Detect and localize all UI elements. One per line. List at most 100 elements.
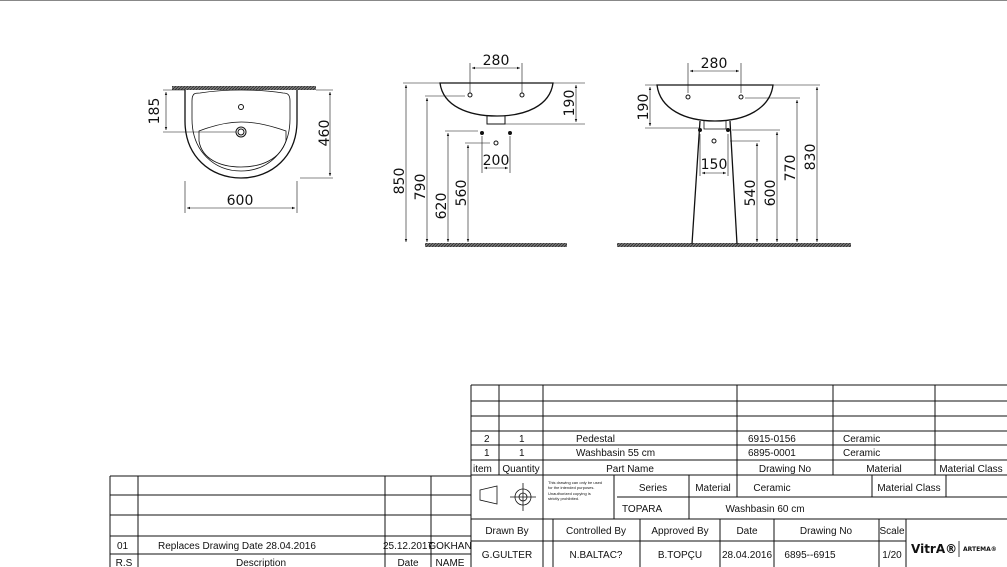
projection-symbol-icon bbox=[479, 483, 536, 511]
dim-190: 190 bbox=[562, 90, 578, 117]
basin-rim bbox=[191, 89, 291, 172]
controlled-by-label: Controlled By bbox=[566, 526, 626, 537]
tap-hole-icon bbox=[685, 94, 691, 100]
dim-460: 460 bbox=[317, 120, 333, 147]
dim-560: 560 bbox=[454, 180, 470, 207]
basin-outline bbox=[439, 82, 554, 117]
material-class-label: Material Class bbox=[877, 483, 940, 494]
basin-outline bbox=[184, 90, 298, 179]
series-label: Series bbox=[639, 483, 667, 494]
tap-hole-icon bbox=[238, 104, 244, 110]
header-part-name: Part Name bbox=[606, 464, 654, 475]
side-view bbox=[617, 63, 851, 247]
dim-790: 790 bbox=[413, 174, 429, 201]
date-label: Date bbox=[736, 526, 758, 537]
header-date: Date bbox=[397, 558, 419, 567]
part-name: Washbasin 55 cm bbox=[576, 448, 655, 459]
floor-hatch bbox=[425, 243, 567, 247]
drawn-by-label: Drawn By bbox=[485, 526, 528, 537]
dim-190: 190 bbox=[636, 94, 652, 121]
copy-notice-line: strictly prohibited. bbox=[548, 496, 579, 501]
title-block: This drawing can only be used for the in… bbox=[471, 475, 1007, 567]
material-label: Material bbox=[695, 483, 731, 494]
dim-200: 200 bbox=[483, 153, 510, 169]
revision-name: GOKHAN bbox=[428, 541, 471, 552]
tap-hole-icon bbox=[467, 92, 473, 98]
vitra-logo: VitrA® bbox=[911, 542, 957, 556]
dim-770: 770 bbox=[783, 155, 799, 182]
header-rs: R.S bbox=[116, 558, 133, 567]
part-drawing-no: 6915-0156 bbox=[748, 434, 796, 445]
dim-620: 620 bbox=[434, 193, 450, 220]
fixing-point-icon bbox=[508, 131, 512, 135]
title-block-grid bbox=[471, 475, 1007, 567]
waste-outlet bbox=[703, 121, 727, 130]
fixing-point-icon bbox=[726, 128, 730, 132]
front-view bbox=[403, 63, 585, 247]
copy-notice-line: This drawing can only be used bbox=[548, 480, 602, 485]
drain-point-icon bbox=[493, 140, 499, 146]
dim-280: 280 bbox=[483, 53, 510, 69]
part-material: Ceramic bbox=[843, 434, 880, 445]
tap-hole-icon bbox=[519, 92, 525, 98]
header-material-class: Material Class bbox=[939, 464, 1002, 475]
header-quantity: Quantity bbox=[502, 464, 539, 475]
drawing-no-value: 6895--6915 bbox=[784, 550, 836, 561]
controlled-by-value: N.BALTAC? bbox=[570, 550, 623, 561]
approved-by-value: B.TOPÇU bbox=[658, 550, 702, 561]
waste-outlet bbox=[486, 116, 506, 125]
fixing-point-icon bbox=[698, 128, 702, 132]
drain-inner-icon bbox=[237, 128, 245, 136]
parts-list-grid bbox=[470, 384, 1007, 567]
fixing-point-icon bbox=[480, 131, 484, 135]
dim-540: 540 bbox=[743, 180, 759, 207]
part-qty: 1 bbox=[519, 448, 525, 459]
part-drawing-no: 6895-0001 bbox=[748, 448, 796, 459]
scale-value: 1/20 bbox=[882, 550, 902, 561]
dim-150: 150 bbox=[701, 157, 728, 173]
basin-bowl bbox=[198, 121, 287, 168]
extension-lines bbox=[163, 89, 333, 213]
part-item: 2 bbox=[484, 434, 490, 445]
tap-hole-icon bbox=[738, 94, 744, 100]
part-name: Pedestal bbox=[576, 434, 615, 445]
dim-600: 600 bbox=[227, 193, 254, 209]
header-item: item bbox=[473, 464, 492, 475]
dim-830: 830 bbox=[803, 144, 819, 171]
extension-lines bbox=[403, 63, 585, 173]
dim-185: 185 bbox=[147, 98, 163, 125]
revision-table: 01 Replaces Drawing Date 28.04.2016 25.1… bbox=[109, 475, 472, 567]
basin-outline bbox=[656, 84, 774, 122]
header-name: NAME bbox=[436, 558, 465, 567]
series-value: TOPARA bbox=[622, 504, 663, 515]
top-view bbox=[163, 86, 333, 213]
revision-description: Replaces Drawing Date 28.04.2016 bbox=[158, 541, 316, 552]
floor-hatch bbox=[617, 243, 851, 247]
drain-point-icon bbox=[711, 138, 717, 144]
part-qty: 1 bbox=[519, 434, 525, 445]
drawn-by-value: G.GULTER bbox=[482, 550, 532, 561]
material-value: Ceramic bbox=[753, 483, 790, 494]
copy-notice-line: Unauthorized copying is bbox=[548, 491, 591, 496]
dim-280: 280 bbox=[701, 56, 728, 72]
product-name: Washbasin 60 cm bbox=[725, 504, 804, 515]
wall-hatch bbox=[172, 86, 316, 90]
dim-850: 850 bbox=[392, 168, 408, 195]
part-material: Ceramic bbox=[843, 448, 880, 459]
drawing-no-label: Drawing No bbox=[800, 526, 853, 537]
pedestal-outline bbox=[691, 120, 738, 245]
header-drawing-no: Drawing No bbox=[759, 464, 812, 475]
revision-number: 01 bbox=[117, 541, 129, 552]
dim-600: 600 bbox=[763, 180, 779, 207]
date-value: 28.04.2016 bbox=[722, 550, 772, 561]
revision-table-grid bbox=[109, 475, 471, 567]
artema-logo: ARTEMA® bbox=[963, 546, 997, 553]
copy-notice-line: for the intended purposes. bbox=[548, 485, 594, 490]
extension-lines bbox=[645, 63, 820, 176]
revision-date: 25.12.2017 bbox=[383, 541, 433, 552]
parts-list: 2 1 Pedestal 6915-0156 Ceramic 1 1 Washb… bbox=[470, 384, 1007, 567]
part-item: 1 bbox=[484, 448, 490, 459]
approved-by-label: Approved By bbox=[651, 526, 708, 537]
